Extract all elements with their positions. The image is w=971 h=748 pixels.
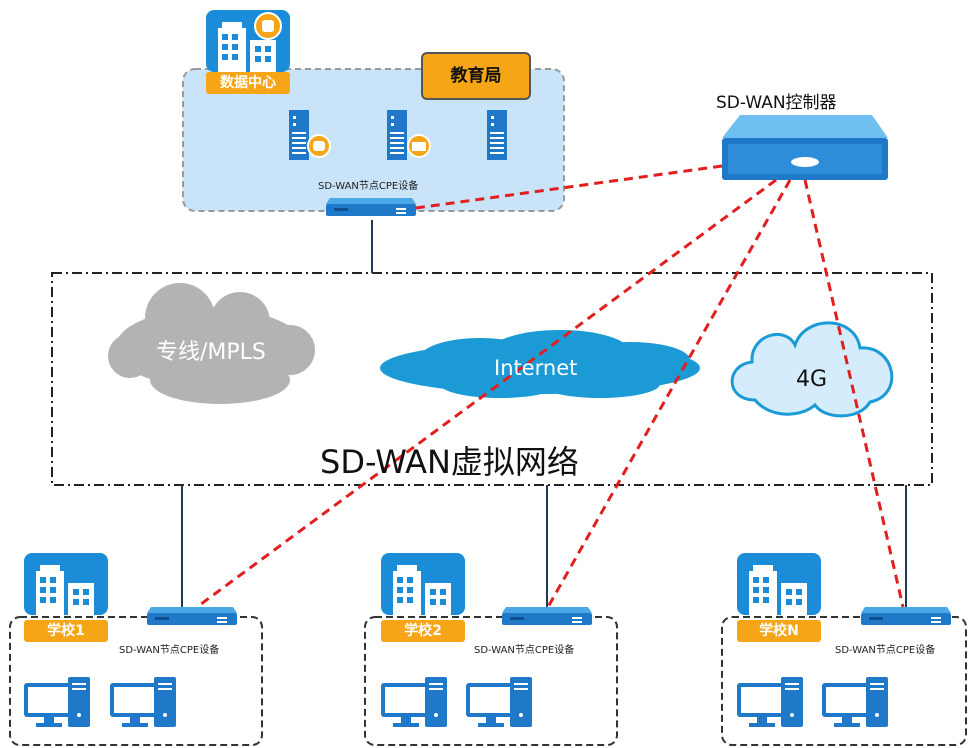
school2-badge: 学校2 [381, 620, 465, 642]
cloud-4g-label: 4G [796, 367, 828, 392]
cloud-4g [730, 321, 894, 418]
school-frame-1 [9, 616, 263, 746]
router-icon-school2 [502, 607, 592, 625]
school1-cpe-label: SD-WAN节点CPE设备 [119, 645, 220, 656]
cloud-internet-label: Internet [494, 356, 578, 380]
router-icon-school1 [147, 607, 237, 625]
control-links [196, 164, 905, 609]
school1-badge: 学校1 [24, 620, 108, 642]
school-frame-2 [364, 616, 618, 746]
pc-icon [822, 677, 888, 727]
pc-icon [381, 677, 447, 727]
server-icon [289, 110, 309, 160]
router-icon-datacenter [326, 198, 416, 216]
virtual-network-title: SD-WAN虚拟网络 [320, 443, 579, 481]
datacenter-badge: 数据中心 [206, 72, 290, 94]
school-frame-n [721, 616, 967, 746]
router-icon-schooln [861, 607, 951, 625]
virtual-network-frame [51, 272, 933, 486]
pc-icon [24, 677, 90, 727]
cloud-mpls-label: 专线/MPLS [156, 340, 266, 365]
server-icon [487, 110, 507, 160]
pc-icon [110, 677, 176, 727]
cloud-mpls [108, 283, 315, 404]
datacenter-cpe-label: SD-WAN节点CPE设备 [318, 181, 419, 192]
school2-cpe-label: SD-WAN节点CPE设备 [474, 645, 575, 656]
server-icon [387, 110, 407, 160]
schooln-building-icon [737, 553, 821, 615]
cloud-internet [380, 330, 700, 398]
datacenter-title: 教育局 [421, 52, 531, 100]
school2-building-icon [381, 553, 465, 615]
pc-icon [737, 677, 803, 727]
schooln-badge: 学校N [737, 620, 821, 642]
pc-icon [466, 677, 532, 727]
controller-device-icon [722, 115, 888, 180]
schooln-cpe-label: SD-WAN节点CPE设备 [835, 645, 936, 656]
school1-building-icon [24, 553, 108, 615]
controller-label: SD-WAN控制器 [716, 93, 837, 113]
